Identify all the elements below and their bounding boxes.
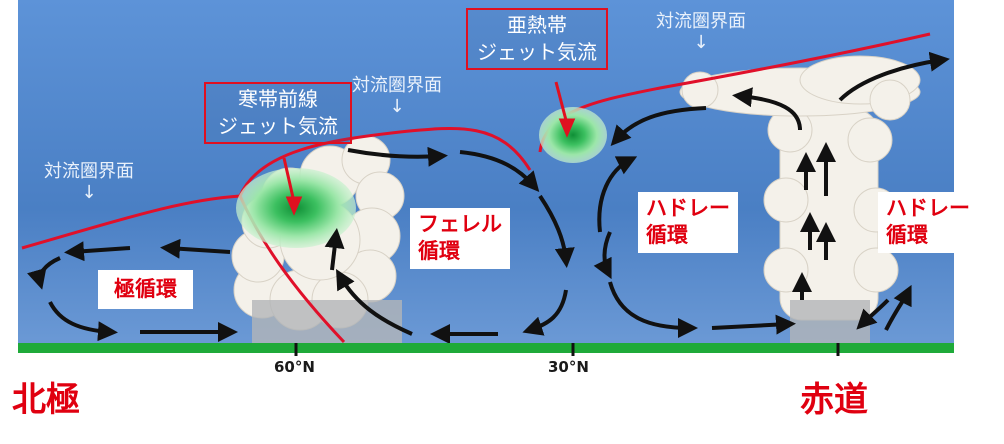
jet-pointers <box>282 81 576 216</box>
hadley-cell-label-south: ハドレー 循環 <box>878 192 974 253</box>
polar-jet-line-1: 寒帯前線 <box>238 87 318 111</box>
hadley-cell-line-1: ハドレー <box>886 196 970 220</box>
down-arrow-icon: ↓ <box>693 31 709 53</box>
down-arrow-icon: ↓ <box>81 181 97 203</box>
hadley-cell-line-2: 循環 <box>886 223 928 248</box>
hadley-cell-line-2: 循環 <box>646 223 688 248</box>
circulation-arrows <box>27 51 950 344</box>
ferrel-cell-line-1: フェレル <box>418 212 502 236</box>
subtropical-jet-core <box>539 107 607 163</box>
tropopause-label-middle: 対流圏界面 ↓ <box>352 75 442 117</box>
hadley-cell-line-1: ハドレー <box>646 196 730 220</box>
subtropical-jet-label: 亜熱帯 ジェット気流 <box>466 8 608 70</box>
tropopause-label-right: 対流圏界面 ↓ <box>656 11 746 53</box>
latitude-ticks <box>294 343 840 356</box>
subtropical-jet-line-2: ジェット気流 <box>477 40 597 64</box>
hadley-cell-label-north: ハドレー 循環 <box>638 192 738 253</box>
polar-jet-label: 寒帯前線 ジェット気流 <box>204 82 352 144</box>
down-arrow-icon: ↓ <box>389 95 405 117</box>
polar-jet-line-2: ジェット気流 <box>218 114 338 138</box>
ground-strip <box>18 343 954 353</box>
tropopause-text: 対流圏界面 <box>352 75 442 96</box>
equator-label: 赤道 <box>800 380 868 420</box>
rain-shaft-equator <box>790 300 870 344</box>
polar-cell-text: 極循環 <box>114 277 177 301</box>
ferrel-cell-line-2: 循環 <box>418 239 460 264</box>
tropopause-text: 対流圏界面 <box>656 11 746 32</box>
ferrel-cell-label: フェレル 循環 <box>410 208 510 269</box>
polar-cell-label: 極循環 <box>98 270 193 310</box>
tropopause-label-left: 対流圏界面 ↓ <box>44 161 134 203</box>
subtropical-jet-line-1: 亜熱帯 <box>507 13 567 37</box>
tropopause-text: 対流圏界面 <box>44 161 134 182</box>
north-pole-label: 北極 <box>12 380 80 420</box>
latitude-30n-label: 30°N <box>548 358 589 376</box>
latitude-60n-label: 60°N <box>274 358 315 376</box>
